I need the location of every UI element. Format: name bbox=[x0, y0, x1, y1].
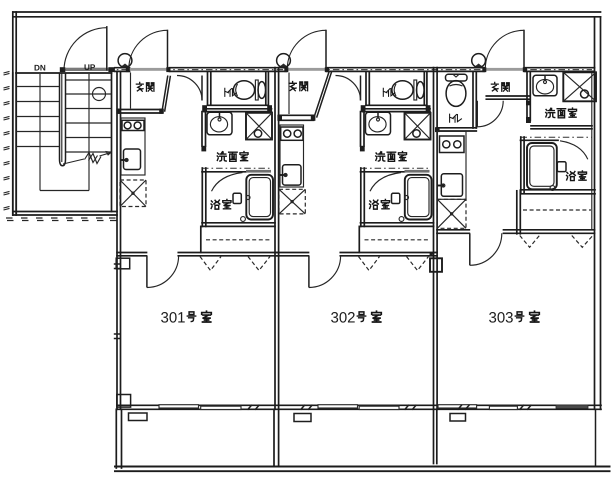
svg-text:303: 303 bbox=[489, 310, 514, 327]
svg-text:UP: UP bbox=[84, 63, 96, 72]
svg-text:301: 301 bbox=[161, 310, 186, 327]
svg-text:302: 302 bbox=[331, 310, 356, 327]
svg-text:DN: DN bbox=[34, 64, 46, 73]
